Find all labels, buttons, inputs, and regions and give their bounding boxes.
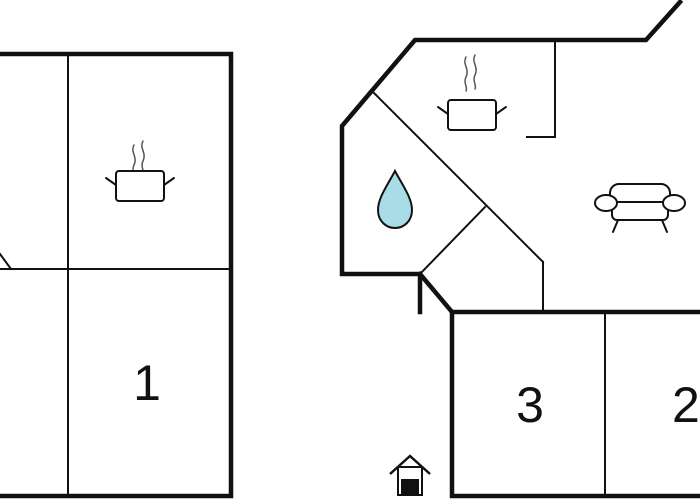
bathroom-lower-diagonal: [418, 205, 487, 276]
right-building: 3 2: [339, 0, 700, 499]
left-building-outer-wall: [0, 51, 234, 499]
room-1-label: 1: [133, 355, 161, 411]
kitchen-counter-wall: [526, 39, 556, 138]
room-2-label: 2: [672, 377, 700, 433]
right-building-outer-wall-top: [339, 0, 684, 315]
cooking-pot-icon: [437, 54, 507, 131]
room-3-label: 3: [516, 377, 544, 433]
left-diagonal-stub: [0, 252, 13, 271]
water-drop-icon: [376, 168, 414, 230]
house-entrance-icon: [389, 454, 431, 496]
bathroom-kitchen-diagonal: [372, 91, 545, 264]
sofa-icon: [594, 183, 686, 233]
right-building-chamfer-wall: [416, 270, 456, 316]
right-building-outer-wall-bottom: [449, 309, 700, 499]
cooking-pot-icon: [105, 140, 175, 202]
left-building: 1: [0, 51, 234, 499]
